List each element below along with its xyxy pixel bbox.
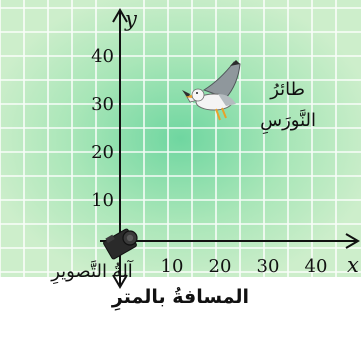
caption: المسافةُ بالمترِ [111, 286, 250, 308]
x-axis [100, 233, 360, 249]
x-tick-label: 10 [161, 256, 184, 277]
x-axis-label: x [347, 253, 359, 277]
y-tick-label: 10 [91, 190, 114, 211]
y-tick-label: 40 [91, 46, 114, 67]
seagull-icon [182, 60, 241, 121]
plot-background [0, 0, 361, 277]
x-tick-label: 40 [305, 256, 328, 277]
y-tick-labels: 40 30 20 10 [91, 46, 114, 211]
camera-icon [103, 228, 138, 260]
x-tick-label: 30 [257, 256, 280, 277]
x-tick-label: 20 [209, 256, 232, 277]
y-tick-label: 30 [91, 94, 114, 115]
seagull-label: طائرُ [269, 79, 305, 100]
camera-label: آلةُ التَّصويرِ [50, 259, 134, 284]
x-tick-labels: 10 20 30 40 [161, 256, 328, 277]
grid [0, 0, 361, 277]
y-tick-label: 20 [91, 142, 114, 163]
seagull-label: النَّورَسِ [260, 108, 316, 134]
y-axis-label: y [124, 7, 138, 31]
